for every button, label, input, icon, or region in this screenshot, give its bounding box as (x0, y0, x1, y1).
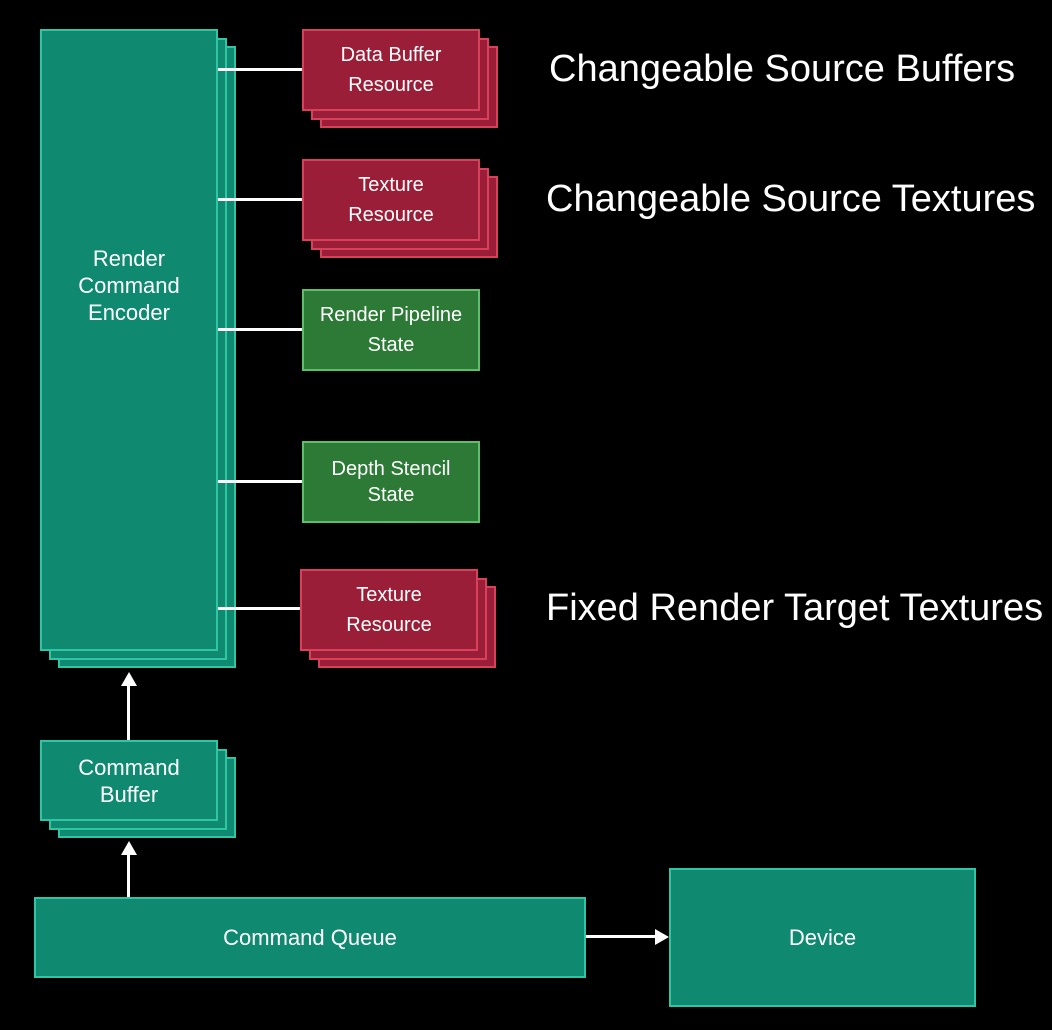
depth-stencil-line-1: Depth Stencil (331, 458, 451, 480)
connector-target-texture (218, 607, 302, 610)
render-encoder-line-2: Command (78, 272, 180, 298)
render-command-encoder: Render Command Encoder (40, 29, 218, 651)
device-label: Device (788, 924, 857, 950)
data-buffer-line-2: Resource (348, 74, 434, 96)
arrow-buffer-to-encoder-shaft (127, 685, 130, 741)
command-queue: Command Queue (34, 897, 586, 978)
command-buffer: Command Buffer (40, 740, 218, 821)
render-pipeline-state: Render Pipeline State (302, 289, 480, 371)
arrow-buffer-to-encoder-head (121, 672, 137, 686)
pipeline-state-line-2: State (367, 334, 415, 356)
connector-depth-stencil (218, 480, 302, 483)
target-texture-resource: Texture Resource (300, 569, 478, 651)
pipeline-state-line-1: Render Pipeline (319, 304, 463, 326)
command-buffer-line-1: Command (78, 754, 180, 780)
target-texture-line-2: Resource (346, 614, 432, 636)
source-texture-line-2: Resource (348, 204, 434, 226)
depth-stencil-line-2: State (367, 484, 415, 506)
command-queue-label: Command Queue (223, 924, 397, 950)
render-encoder-line-3: Encoder (88, 299, 170, 325)
source-texture-resource: Texture Resource (302, 159, 480, 241)
label-source-buffers: Changeable Source Buffers (549, 48, 1016, 90)
arrow-queue-to-buffer-head (121, 841, 137, 855)
device: Device (669, 868, 976, 1007)
arrow-queue-to-buffer-shaft (127, 854, 130, 898)
arrow-queue-to-device-head (655, 929, 669, 945)
source-texture-line-1: Texture (358, 174, 424, 196)
connector-pipeline-state (218, 328, 302, 331)
arrow-queue-to-device-shaft (586, 935, 656, 938)
connector-data-buffer (218, 68, 302, 71)
command-buffer-line-2: Buffer (99, 781, 159, 807)
render-encoder-line-1: Render (92, 245, 166, 271)
label-source-textures: Changeable Source Textures (546, 178, 1036, 220)
connector-source-texture (218, 198, 302, 201)
label-target-textures: Fixed Render Target Textures (546, 587, 1044, 629)
target-texture-line-1: Texture (356, 584, 422, 606)
data-buffer-resource: Data Buffer Resource (302, 29, 480, 111)
depth-stencil-state: Depth Stencil State (302, 441, 480, 523)
data-buffer-line-1: Data Buffer (340, 44, 442, 66)
